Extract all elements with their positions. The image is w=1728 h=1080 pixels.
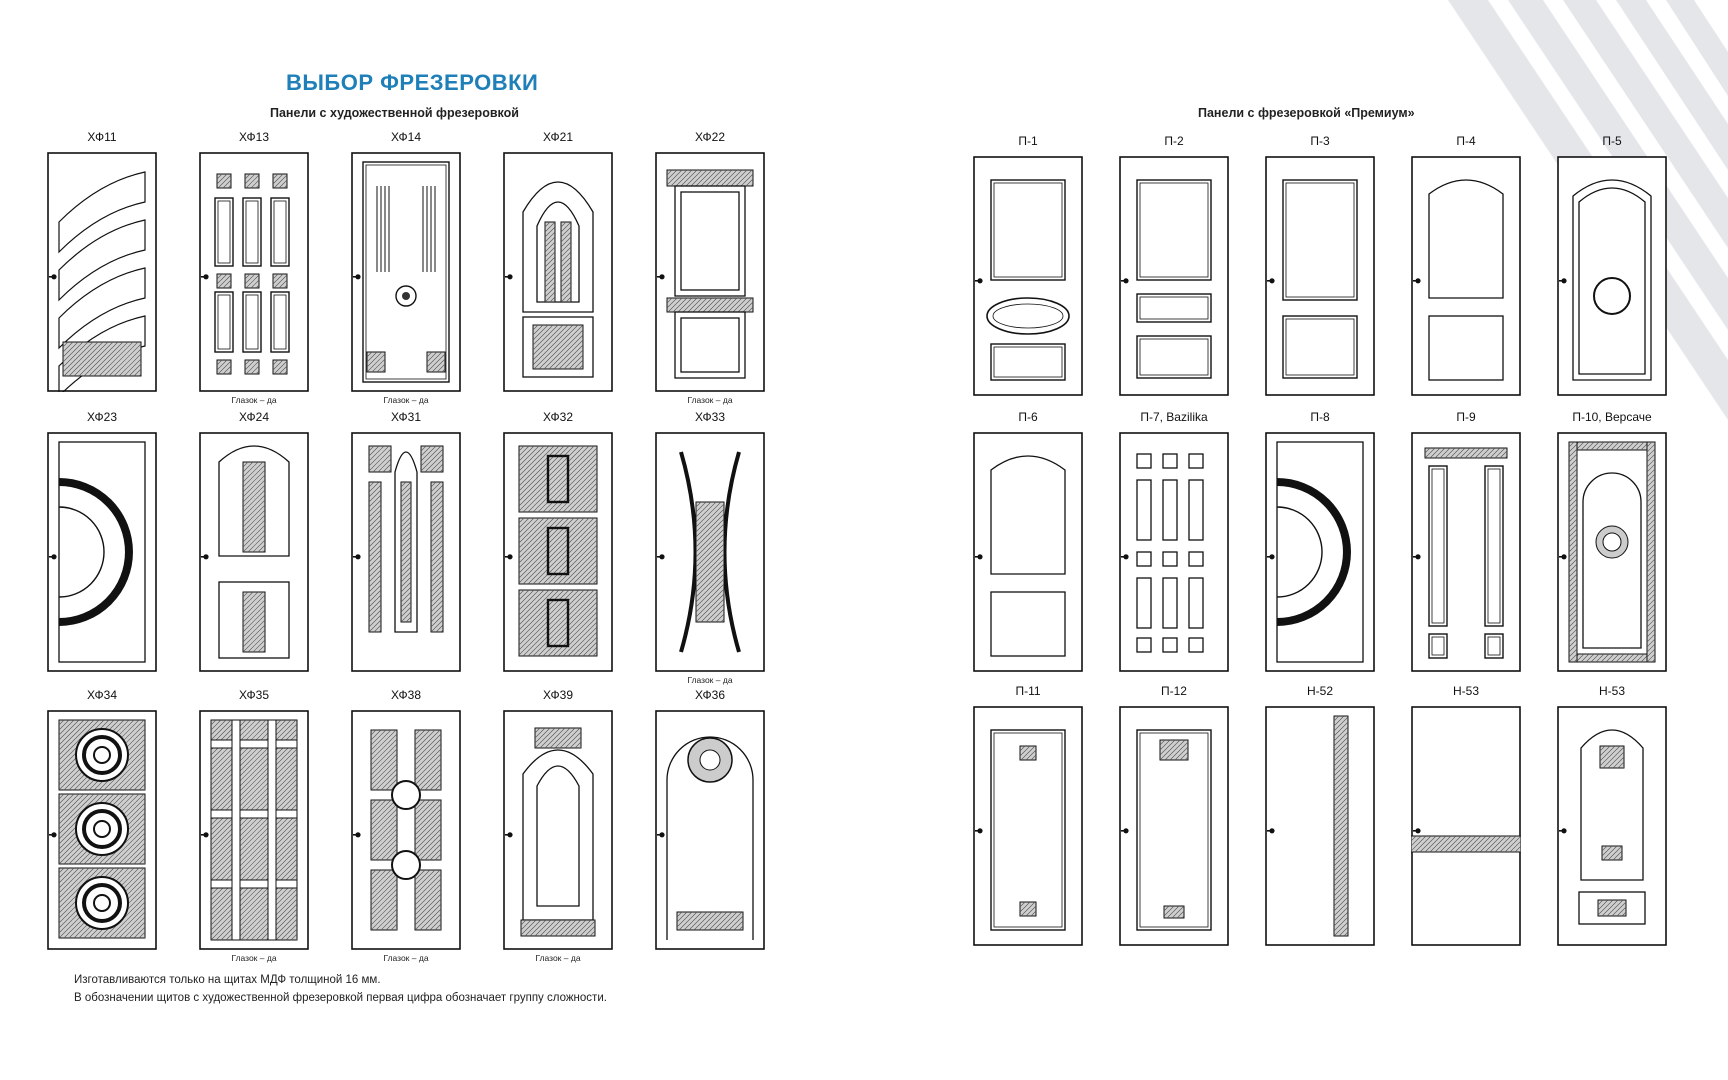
premium-panel-door-drawing [1119,432,1229,672]
premium-panel-door-drawing [1411,706,1521,946]
artistic-panel-door-drawing [47,152,157,392]
premium-panel-door-drawing [1265,432,1375,672]
artistic-panel-door-drawing [351,432,461,672]
left-section-subtitle: Панели с художественной фрезеровкой [270,106,519,120]
premium-panel-label: П-9 [1456,410,1476,424]
artistic-panel-label: ХФ34 [86,688,118,702]
artistic-panel-label: ХФ31 [390,410,422,424]
premium-panel-door-drawing [973,156,1083,396]
premium-panel-label: П-12 [1161,684,1187,698]
artistic-panel-door-drawing [351,152,461,392]
artistic-panel-door-drawing [199,432,309,672]
premium-panel-door-drawing [1557,706,1667,946]
premium-panel-label: П-6 [1018,410,1038,424]
footnote-complexity: В обозначении щитов с художественной фре… [74,992,607,1004]
artistic-panel-door-drawing [199,152,309,392]
artistic-panel-label: ХФ13 [238,130,270,144]
footnote-mdf: Изготавливаются только на щитах МДФ толщ… [74,974,381,986]
premium-panel-label: П-2 [1164,134,1184,148]
premium-panel-label: П-8 [1310,410,1330,424]
premium-panel-label: П-7, Bazilika [1140,410,1208,424]
peephole-note: Глазок – да [383,395,429,405]
peephole-note: Глазок – да [687,675,733,685]
right-section-subtitle: Панели с фрезеровкой «Премиум» [1198,106,1415,120]
artistic-panel-label: ХФ11 [87,130,117,144]
artistic-panel-label: ХФ33 [694,410,726,424]
peephole-note: Глазок – да [231,395,277,405]
premium-panel-door-drawing [1557,156,1667,396]
artistic-panel-door-drawing [199,710,309,950]
page-title: ВЫБОР ФРЕЗЕРОВКИ [286,70,539,95]
premium-panel-label: Н-53 [1452,684,1479,698]
premium-panel-label: П-11 [1015,684,1041,698]
premium-panel-door-drawing [973,432,1083,672]
premium-panel-label: П-3 [1310,134,1330,148]
artistic-panel-label: ХФ36 [694,688,726,702]
premium-panel-door-drawing [1265,706,1375,946]
artistic-panel-label: ХФ39 [542,688,574,702]
artistic-panel-door-drawing [47,710,157,950]
artistic-panel-label: ХФ21 [542,130,574,144]
artistic-panel-door-drawing [655,432,765,672]
artistic-panel-label: ХФ22 [694,130,726,144]
artistic-panel-door-drawing [351,710,461,950]
artistic-panel-label: ХФ24 [238,410,270,424]
premium-panel-label: П-1 [1018,134,1038,148]
premium-panel-label: Н-53 [1598,684,1625,698]
premium-panel-door-drawing [1557,432,1667,672]
premium-panel-door-drawing [973,706,1083,946]
premium-panel-door-drawing [1265,156,1375,396]
artistic-panel-door-drawing [655,152,765,392]
premium-panel-label: П-4 [1456,134,1476,148]
artistic-panel-door-drawing [503,710,613,950]
premium-panel-door-drawing [1411,156,1521,396]
premium-panel-door-drawing [1119,156,1229,396]
artistic-panel-label: ХФ32 [542,410,574,424]
premium-panel-label: Н-52 [1306,684,1333,698]
peephole-note: Глазок – да [383,953,429,963]
artistic-panel-door-drawing [503,152,613,392]
artistic-panel-door-drawing [503,432,613,672]
artistic-panel-label: ХФ14 [390,130,422,144]
artistic-panel-label: ХФ35 [238,688,270,702]
premium-panel-label: П-5 [1602,134,1622,148]
premium-panel-label: П-10, Версаче [1572,410,1652,424]
premium-panel-door-drawing [1119,706,1229,946]
peephole-note: Глазок – да [687,395,733,405]
premium-panel-door-drawing [1411,432,1521,672]
artistic-panel-door-drawing [655,710,765,950]
peephole-note: Глазок – да [535,953,581,963]
peephole-note: Глазок – да [231,953,277,963]
artistic-panel-label: ХФ38 [390,688,422,702]
artistic-panel-door-drawing [47,432,157,672]
artistic-panel-label: ХФ23 [86,410,118,424]
